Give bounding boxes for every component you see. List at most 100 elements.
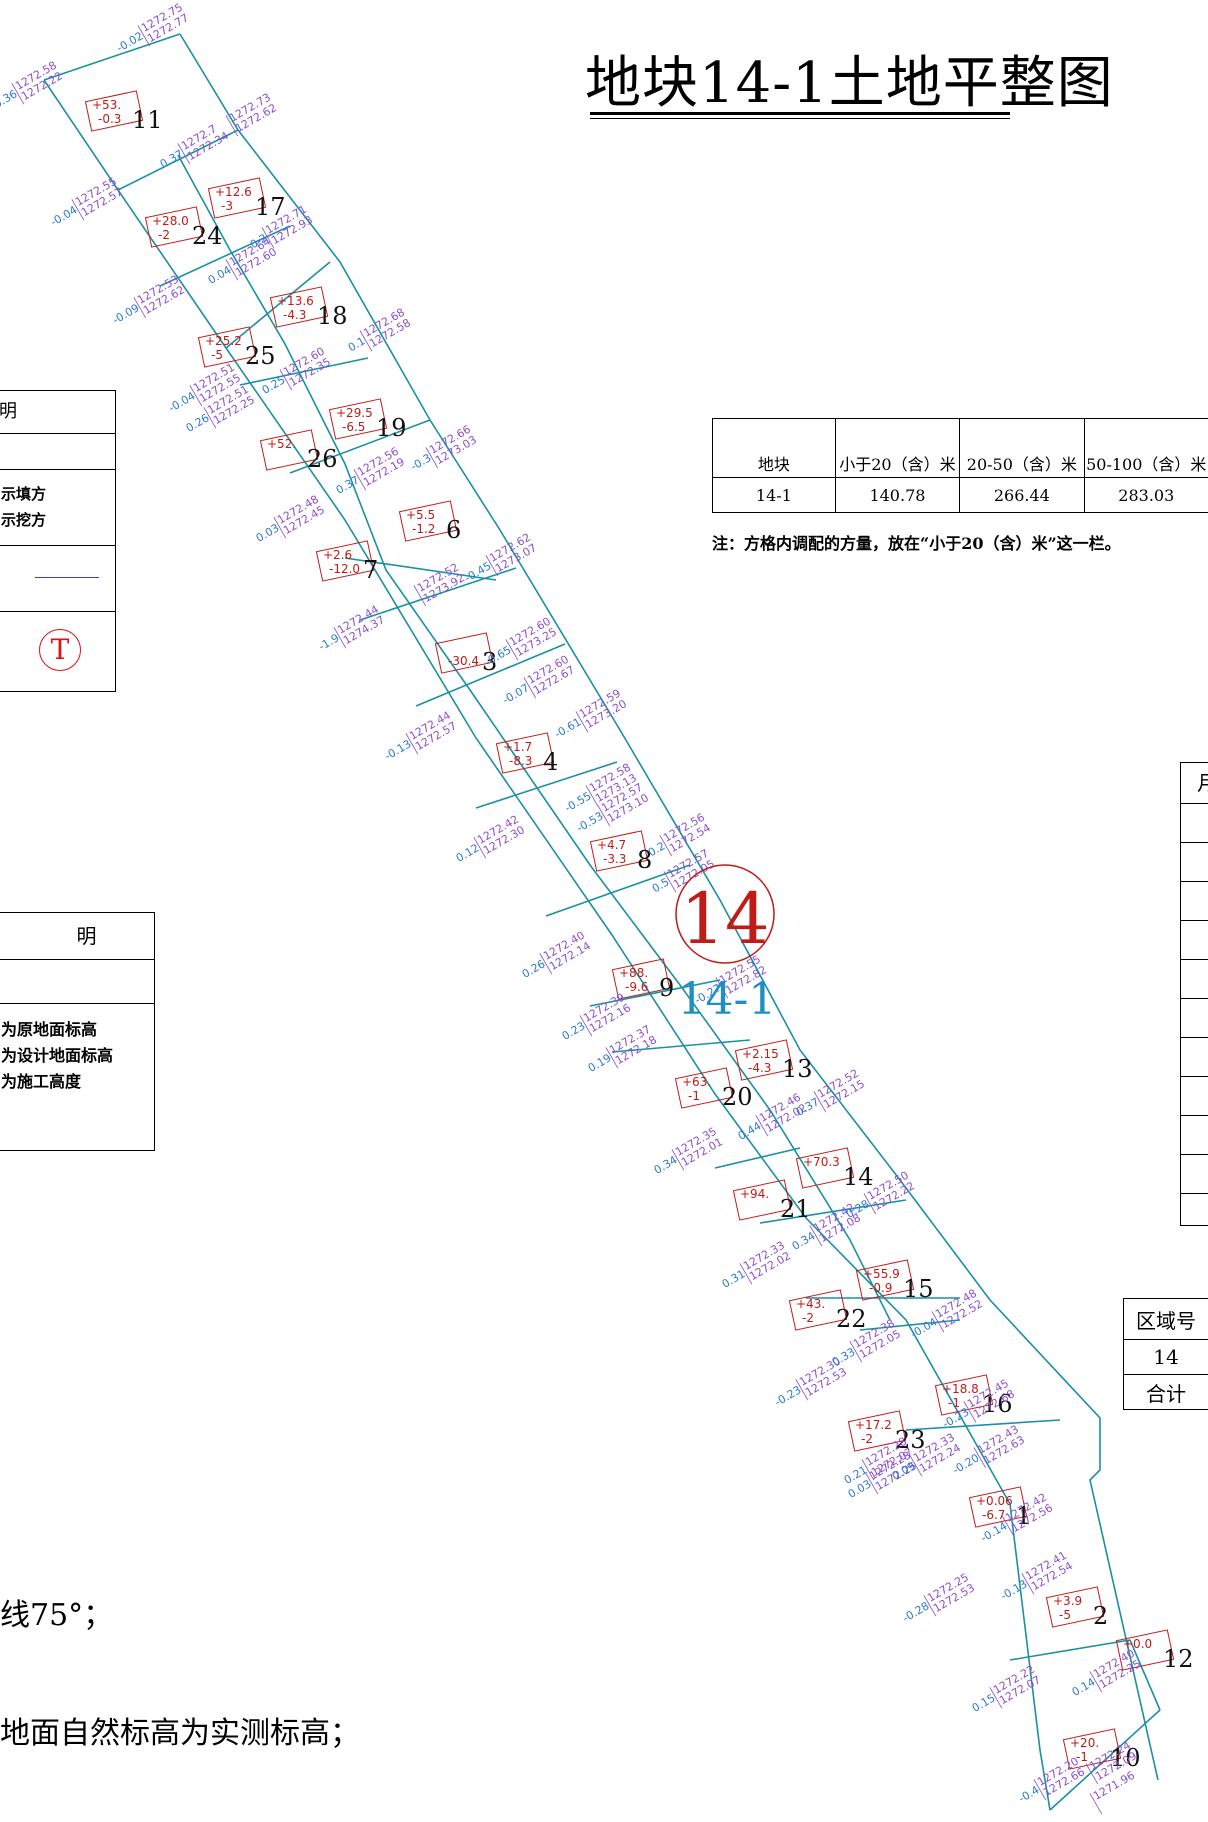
cell-number: 6 bbox=[446, 516, 461, 544]
fill-volume: +43. bbox=[796, 1297, 825, 1311]
cut-volume: -1 bbox=[948, 1396, 960, 1410]
fill-volume: +0.06 bbox=[976, 1494, 1013, 1508]
zone-row-14: 14 bbox=[1123, 1339, 1208, 1375]
legend2-line-original: 为原地面标高 bbox=[1, 1020, 98, 1039]
elevation-divider bbox=[1089, 1671, 1103, 1693]
cell-number: 8 bbox=[637, 846, 652, 874]
cut-volume: -30.4 bbox=[448, 654, 479, 668]
cell-50-100: 283.03 bbox=[1083, 477, 1208, 513]
zone-summary-table: 区域号 14 合计 bbox=[1123, 1298, 1208, 1410]
cell-volume-box bbox=[259, 429, 319, 471]
cell-number: 20 bbox=[722, 1083, 753, 1111]
cell-number: 1 bbox=[1016, 1502, 1031, 1530]
col-header-block: 地块 bbox=[712, 418, 836, 478]
cell-volume-box bbox=[495, 732, 555, 774]
cell-number: 19 bbox=[376, 414, 407, 442]
cell-number: 25 bbox=[245, 342, 276, 370]
cell-volume-box bbox=[589, 830, 649, 872]
fill-volume: +28.0 bbox=[152, 214, 189, 228]
legend1-blank-row bbox=[0, 433, 115, 470]
fill-volume: +5.5 bbox=[406, 508, 435, 522]
fill-volume: +63. bbox=[682, 1075, 711, 1089]
construction-height: 0.33 bbox=[830, 1345, 858, 1369]
elevation-divider bbox=[133, 297, 147, 319]
cut-volume: -2 bbox=[861, 1432, 873, 1446]
cut-volume: -2 bbox=[158, 228, 170, 242]
elevation-divider bbox=[279, 369, 293, 391]
cell-number: 12 bbox=[1163, 1645, 1194, 1673]
cell-number: 21 bbox=[780, 1195, 811, 1223]
elevation-divider bbox=[261, 227, 275, 249]
fill-volume: +1.7 bbox=[503, 740, 532, 754]
elevation-divider bbox=[333, 627, 347, 649]
cut-volume: -0.3 bbox=[98, 112, 121, 126]
legend1-fill-cut-row: 示填方 示挖方 bbox=[0, 469, 115, 546]
construction-height: 0.31 bbox=[720, 1267, 748, 1291]
zone-label: 14 bbox=[680, 878, 769, 960]
cell-volume-box bbox=[934, 1374, 994, 1416]
elevation-divider bbox=[963, 1401, 977, 1423]
cell-volume-box bbox=[788, 1289, 848, 1331]
cut-volume: -4.3 bbox=[283, 308, 306, 322]
elevation-divider bbox=[989, 1687, 1003, 1709]
block-label: 14-1 bbox=[678, 974, 777, 1025]
construction-height: -0.13 bbox=[998, 1577, 1029, 1602]
table-note: 注：方格内调配的方量，放在“小于20（含）米”这一栏。 bbox=[712, 534, 1121, 553]
cell-volume-box bbox=[144, 206, 204, 248]
transport-distance-table: 地块 小于20（含）米 20-50（含）米 50-100（含）米 14-1 14… bbox=[712, 418, 1208, 513]
construction-height: 0.37 bbox=[158, 147, 186, 171]
fill-volume: +4.7 bbox=[597, 838, 626, 852]
cell-number: 23 bbox=[895, 1426, 926, 1454]
construction-height: 0.26 bbox=[184, 411, 212, 435]
cell-volume-box bbox=[398, 500, 458, 542]
elevation-divider bbox=[359, 330, 373, 352]
elevation-divider bbox=[813, 1091, 827, 1113]
fill-volume: +55.9 bbox=[863, 1267, 900, 1281]
fill-volume: +88. bbox=[619, 966, 648, 980]
right-table-row bbox=[1181, 843, 1208, 882]
cell-number: 14 bbox=[843, 1163, 874, 1191]
construction-height: -0.61 bbox=[552, 715, 583, 740]
grid-lines bbox=[43, 33, 1161, 1811]
cell-number: 4 bbox=[543, 748, 558, 776]
elevation-divider bbox=[1001, 1515, 1015, 1537]
elevation-divider bbox=[137, 25, 151, 47]
cut-legend-text: 示挖方 bbox=[1, 511, 47, 529]
fill-volume: +70.3 bbox=[803, 1155, 840, 1169]
right-table-row bbox=[1181, 1077, 1208, 1116]
zone-row-total: 合计 bbox=[1123, 1374, 1208, 1410]
elevation-divider bbox=[715, 977, 729, 999]
fill-volume: +52. bbox=[267, 437, 296, 451]
fill-legend-text: 示填方 bbox=[1, 485, 47, 503]
note-elevation: 地面自然标高为实测标高； bbox=[0, 1716, 360, 1751]
cut-volume: -1 bbox=[1076, 1750, 1088, 1764]
right-table-row bbox=[1181, 1155, 1208, 1194]
cell-number: 3 bbox=[482, 648, 497, 676]
cut-volume: -6.5 bbox=[342, 420, 365, 434]
right-table-row bbox=[1181, 1116, 1208, 1155]
right-table-row bbox=[1181, 882, 1208, 921]
elevation-divider bbox=[755, 1115, 769, 1137]
cut-volume: -12.0 bbox=[329, 562, 360, 576]
cell-number: 13 bbox=[782, 1055, 813, 1083]
col-header-20-50: 20-50（含）米 bbox=[959, 418, 1085, 478]
cell-volume-box bbox=[1115, 1629, 1175, 1671]
cell-number: 10 bbox=[1110, 1744, 1141, 1772]
right-partial-table: 月 bbox=[1180, 762, 1208, 1226]
